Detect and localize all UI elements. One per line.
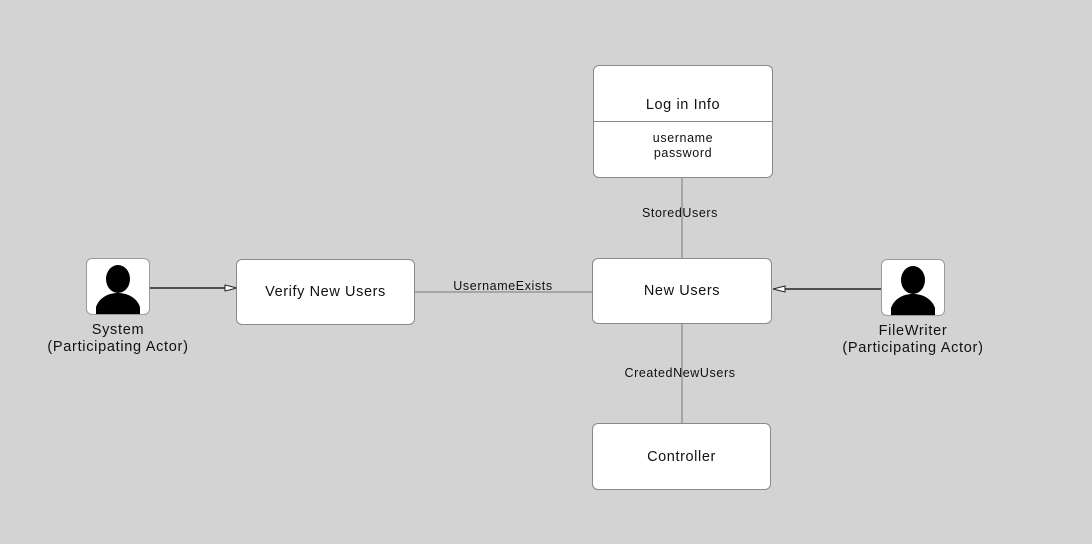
controller-node[interactable]: Controller (592, 423, 771, 490)
edge-label-username-exists: UsernameExists (453, 279, 553, 293)
verify-new-users-node[interactable]: Verify New Users (236, 259, 415, 325)
filewriter-actor-name: FileWriter (878, 323, 948, 339)
attribute-password: password (653, 145, 713, 160)
attribute-username: username (652, 131, 714, 145)
person-silhouette-icon (96, 265, 140, 314)
log-in-info-title: Log in Info (594, 66, 772, 122)
edge-label-stored-users: StoredUsers (641, 206, 719, 220)
person-silhouette-icon (891, 266, 935, 315)
new-users-node[interactable]: New Users (592, 258, 772, 324)
system-actor-label: System (Participating Actor) (8, 322, 228, 356)
filewriter-actor-role: (Participating Actor) (842, 340, 984, 356)
edge-label-created-new-users: CreatedNewUsers (624, 366, 736, 380)
edge-filewriter-to-new-users-arrowhead (772, 285, 786, 293)
system-actor[interactable] (86, 258, 150, 315)
edge-system-to-verify-arrowhead (224, 284, 238, 292)
filewriter-actor[interactable] (881, 259, 945, 316)
log-in-info-attributes: username password (594, 122, 772, 160)
log-in-info-class[interactable]: Log in Info username password (593, 65, 773, 178)
system-actor-name: System (91, 322, 145, 338)
system-actor-role: (Participating Actor) (47, 339, 189, 355)
filewriter-actor-label: FileWriter (Participating Actor) (803, 323, 1023, 357)
